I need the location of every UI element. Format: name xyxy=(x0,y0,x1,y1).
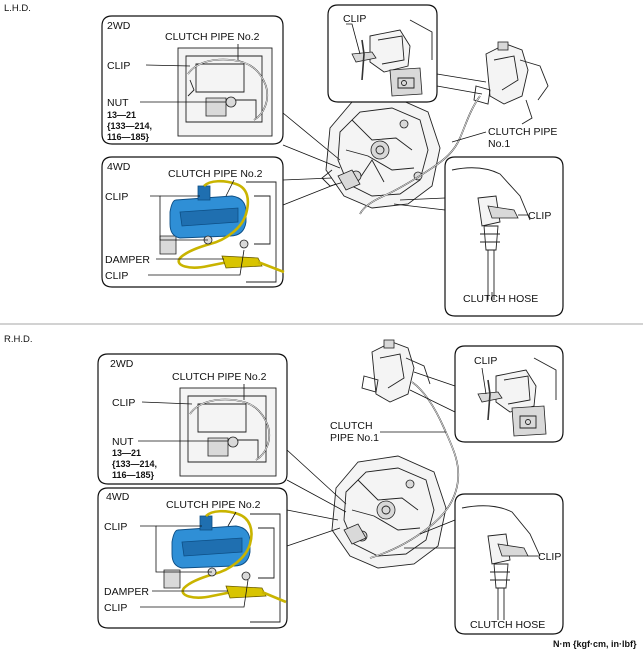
lhd-2wd-clip-label: CLIP xyxy=(107,60,130,72)
lhd-2wd-callout: 2WD CLUTCH PIPE No.2 CLIP NUT 13—21 {133… xyxy=(101,15,284,145)
rhd-title: R.H.D. xyxy=(4,334,33,345)
rhd-4wd-callout: 4WD CLUTCH PIPE No.2 CLIP DAMPER CLIP xyxy=(97,487,288,629)
rhd-4wd-clip-upper-label: CLIP xyxy=(104,521,127,533)
lhd-2wd-title: 2WD xyxy=(107,20,131,32)
lhd-clutch-pipe-no1-label-1: CLUTCH PIPE xyxy=(488,126,557,138)
rhd-4wd-clutch-pipe-no2-label: CLUTCH PIPE No.2 xyxy=(166,499,261,511)
rhd-2wd-clip-label: CLIP xyxy=(112,397,135,409)
lhd-master-cylinder xyxy=(473,41,549,125)
rhd-4wd-title: 4WD xyxy=(106,491,130,503)
rhd-2wd-torque-nm: 13—21 xyxy=(112,448,141,458)
rhd-2wd-title: 2WD xyxy=(110,358,134,370)
rhd-master-clip-label: CLIP xyxy=(474,355,497,367)
rhd-2wd-torque-inlbf: 116—185} xyxy=(112,470,155,480)
lhd-4wd-clutch-pipe-no2-label: CLUTCH PIPE No.2 xyxy=(168,168,263,180)
lhd-4wd-clip-lower-label: CLIP xyxy=(105,270,128,282)
lhd-section: L.H.D. xyxy=(4,3,564,317)
lhd-transmission xyxy=(321,95,441,209)
rhd-2wd-clutch-pipe-no2-label: CLUTCH PIPE No.2 xyxy=(172,371,267,383)
lhd-hose-clip-detail: CLIP CLUTCH HOSE xyxy=(444,156,564,317)
rhd-clutch-pipe-no1-label-2: PIPE No.1 xyxy=(330,432,379,444)
rhd-4wd-clip-lower-label: CLIP xyxy=(104,602,127,614)
lhd-master-clip-label: CLIP xyxy=(343,13,366,25)
rhd-2wd-callout: 2WD CLUTCH PIPE No.2 CLIP NUT 13—21 {133… xyxy=(97,353,288,485)
rhd-clutch-pipe-no1-label-1: CLUTCH xyxy=(330,420,373,432)
lhd-4wd-clip-upper-label: CLIP xyxy=(105,191,128,203)
rhd-master-clip-detail: CLIP xyxy=(454,345,564,443)
rhd-hose-clip-label: CLIP xyxy=(538,551,561,563)
rhd-4wd-damper-label: DAMPER xyxy=(104,586,149,598)
lhd-4wd-title: 4WD xyxy=(107,161,131,173)
rhd-section: R.H.D. xyxy=(4,334,564,635)
rhd-master-cylinder xyxy=(361,339,431,403)
lhd-4wd-callout: 4WD CLUTCH PIPE No.2 CLIP DAMPER xyxy=(101,156,285,288)
lhd-clutch-pipe-no1-label-2: No.1 xyxy=(488,138,510,150)
lhd-2wd-torque-nm: 13—21 xyxy=(107,110,136,120)
lhd-hose-clip-shape xyxy=(487,205,519,219)
lhd-4wd-damper-label: DAMPER xyxy=(105,254,150,266)
lhd-2wd-torque-kgfcm: {133—214, xyxy=(107,121,152,131)
units-note: N·m {kgf·cm, in·lbf} xyxy=(553,639,637,649)
rhd-2wd-nut-label: NUT xyxy=(112,436,134,448)
lhd-clutch-hose-label: CLUTCH HOSE xyxy=(463,293,538,305)
lhd-2wd-nut-label: NUT xyxy=(107,97,129,109)
lhd-title: L.H.D. xyxy=(4,3,31,14)
rhd-clutch-hose-label: CLUTCH HOSE xyxy=(470,619,545,631)
rhd-2wd-torque-kgfcm: {133—214, xyxy=(112,459,157,469)
lhd-2wd-torque-inlbf: 116—185} xyxy=(107,132,150,142)
lhd-master-clip-detail: CLIP xyxy=(327,4,438,103)
lhd-2wd-clutch-pipe-no2-label: CLUTCH PIPE No.2 xyxy=(165,31,260,43)
lhd-4wd-clutch-pipe-highlight xyxy=(177,179,250,269)
rhd-transmission xyxy=(331,455,447,569)
rhd-hose-clip-detail: CLIP CLUTCH HOSE xyxy=(454,493,564,635)
lhd-hose-clip-label: CLIP xyxy=(528,210,551,222)
